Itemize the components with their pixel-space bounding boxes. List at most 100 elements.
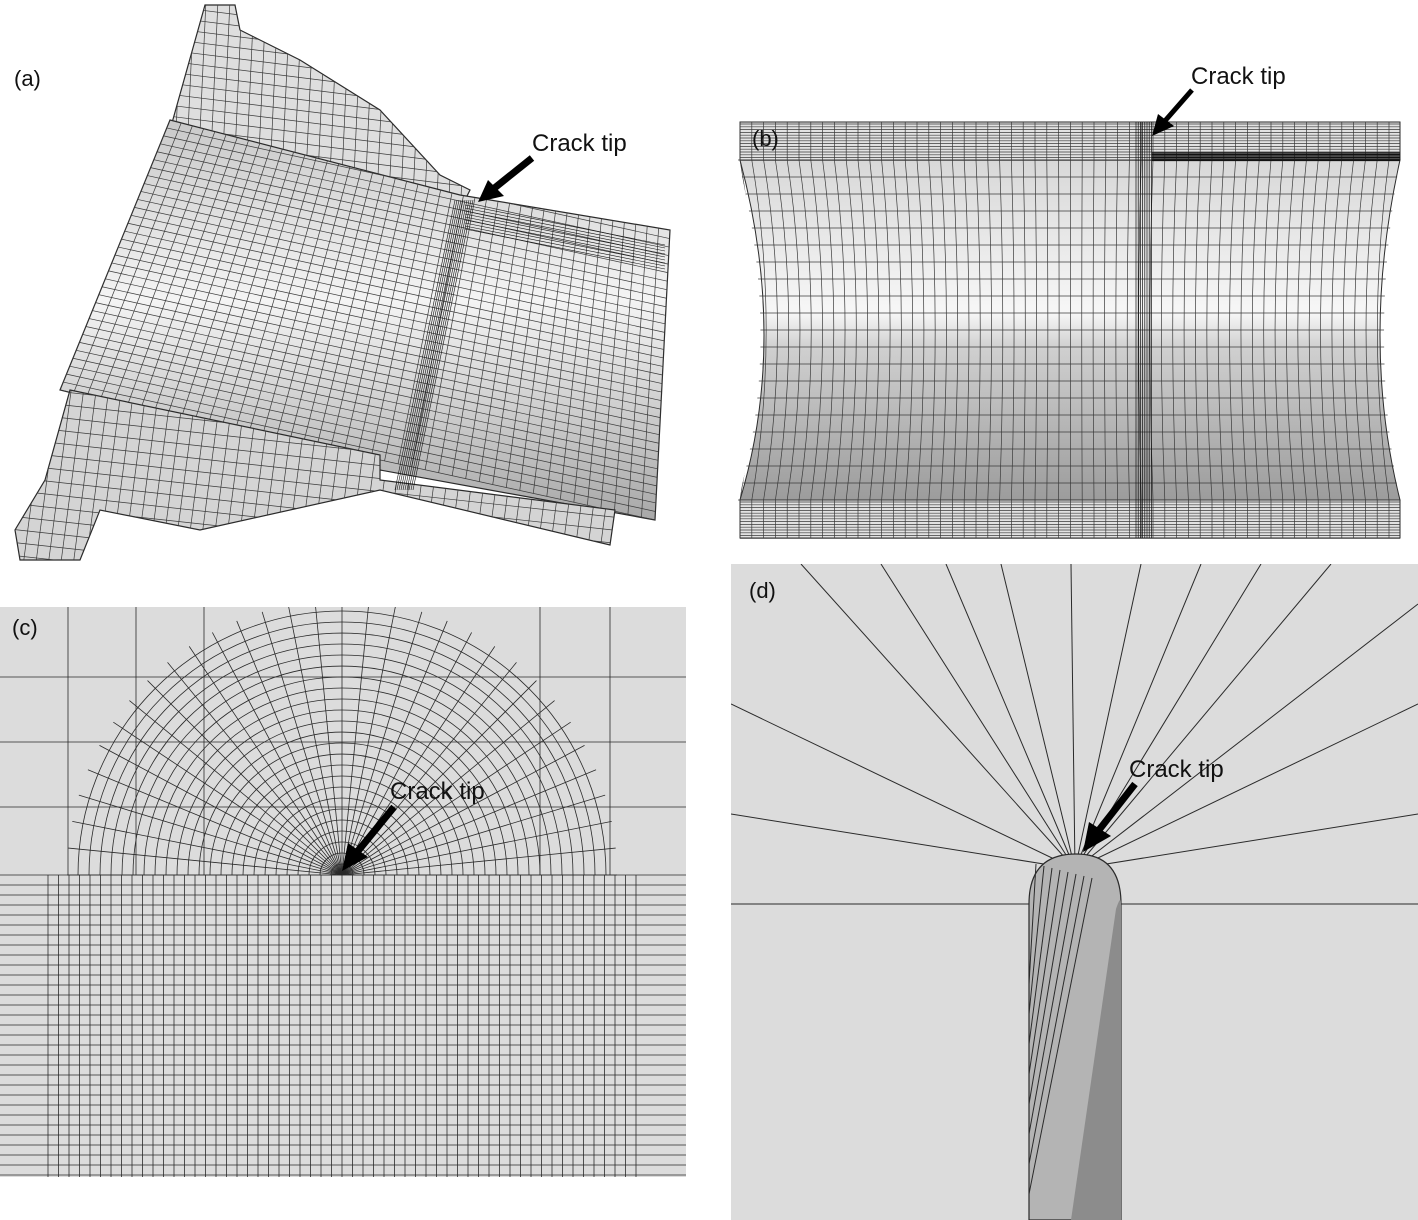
mesh-line (928, 122, 936, 538)
mesh-line (987, 122, 992, 538)
mesh-line (341, 794, 606, 876)
mesh-line (573, 214, 603, 503)
mesh-line (1034, 122, 1037, 538)
mesh-line (209, 742, 475, 876)
mesh-line (869, 122, 880, 538)
mesh-line (315, 607, 343, 876)
mesh-line (1074, 703, 1418, 870)
crack-band-line (464, 225, 666, 267)
mesh-line (492, 199, 534, 485)
mesh-line (341, 680, 537, 876)
crack-band-line (412, 199, 474, 491)
mesh-line (893, 122, 902, 538)
mesh-line (110, 643, 574, 876)
mesh-line (627, 224, 648, 515)
mesh-line (1297, 122, 1307, 538)
mesh-line (341, 700, 555, 876)
panel-b-crack-tip-label: Crack tip (1191, 63, 1286, 90)
mesh-line (72, 820, 343, 876)
mesh-line (78, 794, 343, 876)
panel-b-mesh (738, 121, 1401, 539)
crack-band-line (464, 222, 666, 264)
mesh-line (59, 390, 86, 560)
mesh-line (1320, 122, 1331, 538)
mesh-line (72, 390, 98, 560)
panel-c: (c) Crack tip (0, 607, 686, 1177)
mesh-line (1331, 122, 1343, 538)
mesh-line (341, 721, 571, 876)
mesh-line (798, 122, 812, 538)
mesh-line (231, 764, 453, 876)
crack-band-line (464, 210, 666, 252)
crack-band-line (464, 207, 666, 249)
mesh-line (165, 698, 519, 876)
mesh-line (167, 139, 262, 414)
black-arrow-icon (478, 155, 535, 202)
mesh-line (834, 122, 846, 538)
mesh-line (330, 863, 354, 876)
mesh-line (262, 157, 341, 435)
mesh-line (1240, 122, 1248, 538)
mesh-line (857, 122, 868, 538)
mesh-line (248, 154, 330, 432)
crack-band-line (396, 199, 458, 491)
mesh-line (763, 122, 778, 538)
mesh-line (187, 720, 497, 876)
mesh-line (1149, 122, 1154, 538)
mesh-line (253, 786, 431, 876)
mesh-line (465, 194, 512, 479)
mesh-line (1183, 122, 1189, 538)
mesh-line (845, 122, 857, 538)
mesh-line (1365, 122, 1378, 538)
crack-slot-line (1028, 863, 1037, 985)
panel-a: (a) Crack tip (0, 0, 700, 580)
mesh-line (154, 137, 250, 411)
crack-band-line (398, 199, 460, 491)
mesh-line (341, 847, 616, 876)
mesh-line (451, 192, 500, 476)
mesh-line (1274, 122, 1284, 538)
panel-d-mesh (731, 564, 1418, 1220)
crack-band-line (404, 199, 466, 491)
mesh-line (127, 132, 228, 405)
mesh-line (132, 665, 552, 876)
mesh-line (341, 745, 585, 876)
mesh-line (341, 611, 423, 876)
crack-slot-line (1028, 869, 1061, 1075)
mesh-line (357, 174, 421, 456)
panel-a-crack-tip-label: Crack tip (532, 130, 627, 157)
panel-a-mesh (14, 4, 671, 561)
panel-c-label: (c) (12, 615, 38, 640)
mesh-line (341, 820, 612, 876)
mesh-line (438, 189, 489, 473)
mesh-line (15, 527, 615, 560)
mesh-line (15, 462, 615, 534)
mesh-line (15, 540, 615, 560)
mesh-line (113, 721, 343, 876)
mesh-line (316, 167, 387, 447)
mesh-line (532, 207, 569, 494)
panel-d-crack-tip-label: Crack tip (1129, 756, 1224, 783)
crack-band-line (406, 199, 468, 491)
mesh-line (916, 122, 925, 538)
crack-band-line (464, 216, 666, 258)
mesh-line (1172, 122, 1177, 538)
mesh-line (1115, 122, 1118, 538)
mesh-line (945, 564, 1076, 870)
mesh-line (952, 122, 959, 538)
black-arrow-icon (1152, 88, 1194, 136)
mesh-line (341, 769, 597, 876)
mesh-line (242, 775, 442, 876)
mesh-line (1206, 122, 1213, 538)
mesh-line (212, 632, 343, 876)
mesh-line (60, 120, 171, 391)
mesh-line (1011, 122, 1015, 538)
mesh-line (194, 144, 284, 420)
mesh-line (188, 646, 343, 876)
crack-band-line (400, 199, 462, 491)
mesh-line (1022, 122, 1026, 538)
mesh-line (880, 564, 1076, 870)
mesh-line (261, 611, 343, 876)
mesh-line (1308, 122, 1319, 538)
mesh-line (77, 610, 607, 876)
